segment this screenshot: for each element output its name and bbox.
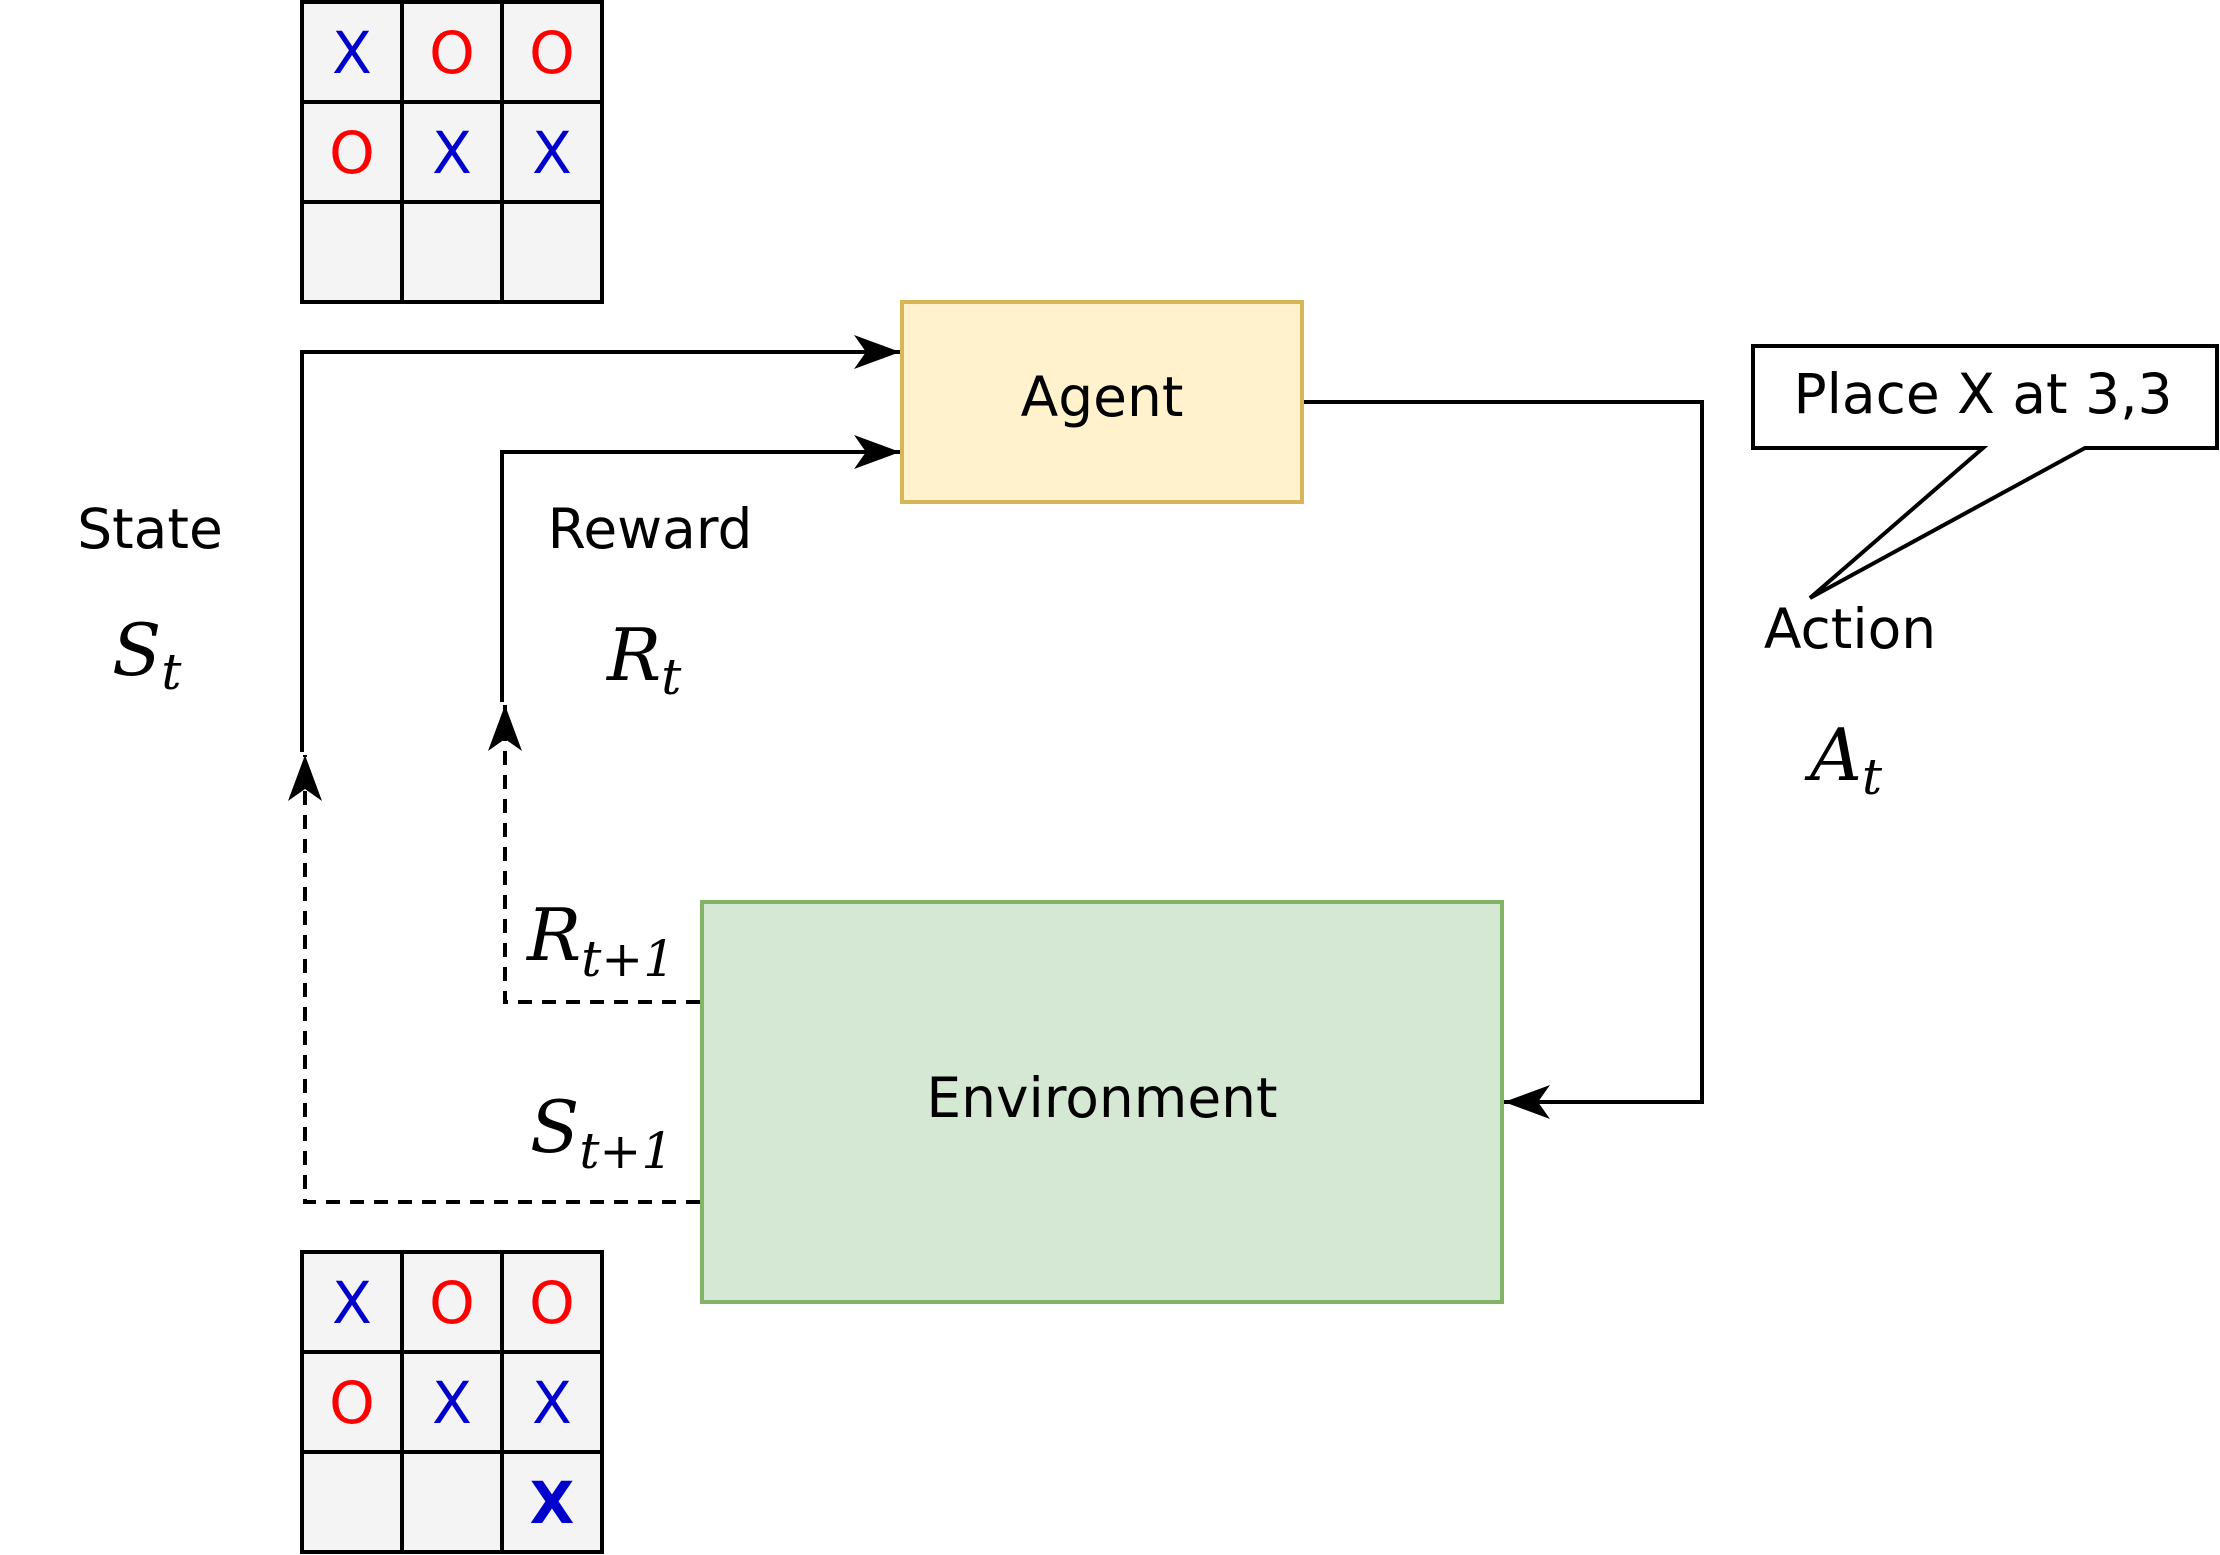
board-cell [300,200,404,304]
board-cell [500,100,604,204]
action-label: Action [1764,597,1936,661]
state-symbol: St [112,608,182,701]
o-mark: O [529,19,575,87]
next-reward-arrow [488,705,700,1004]
action-callout-bubble [1751,344,2219,600]
agent-box [900,300,1304,504]
board-cell [300,1350,404,1454]
environment-label: Environment [926,1066,1277,1130]
x-mark: X [532,1369,572,1437]
board-cell [400,200,504,304]
x-mark: X [530,1469,575,1537]
state-arrow [300,335,900,752]
reward-symbol: Rt [605,613,682,706]
board-cell [400,1250,504,1354]
o-mark: O [429,1269,475,1337]
x-mark: X [332,19,372,87]
agent-label: Agent [1021,365,1184,429]
action-symbol: At [1804,713,1883,806]
board-cell [300,1450,404,1554]
o-mark: O [429,19,475,87]
next-reward-symbol: Rt+1 [525,893,675,988]
x-mark: X [432,1369,472,1437]
action-arrow [1304,400,1704,1119]
next-state-arrow [288,755,700,1204]
reward-arrow [500,435,900,702]
next-state-symbol: St+1 [530,1085,673,1180]
x-mark: X [532,119,572,187]
reward-label: Reward [548,497,753,561]
board-cell [400,1450,504,1554]
board-cell [500,1350,604,1454]
x-mark: X [432,119,472,187]
o-mark: O [329,1369,375,1437]
x-mark: X [332,1269,372,1337]
o-mark: O [329,119,375,187]
board-cell [500,200,604,304]
action-callout-text: Place X at 3,3 [1793,362,2172,426]
state-label: State [77,497,223,561]
o-mark: O [529,1269,575,1337]
environment-box [700,900,1504,1304]
board-cell [500,1450,604,1554]
